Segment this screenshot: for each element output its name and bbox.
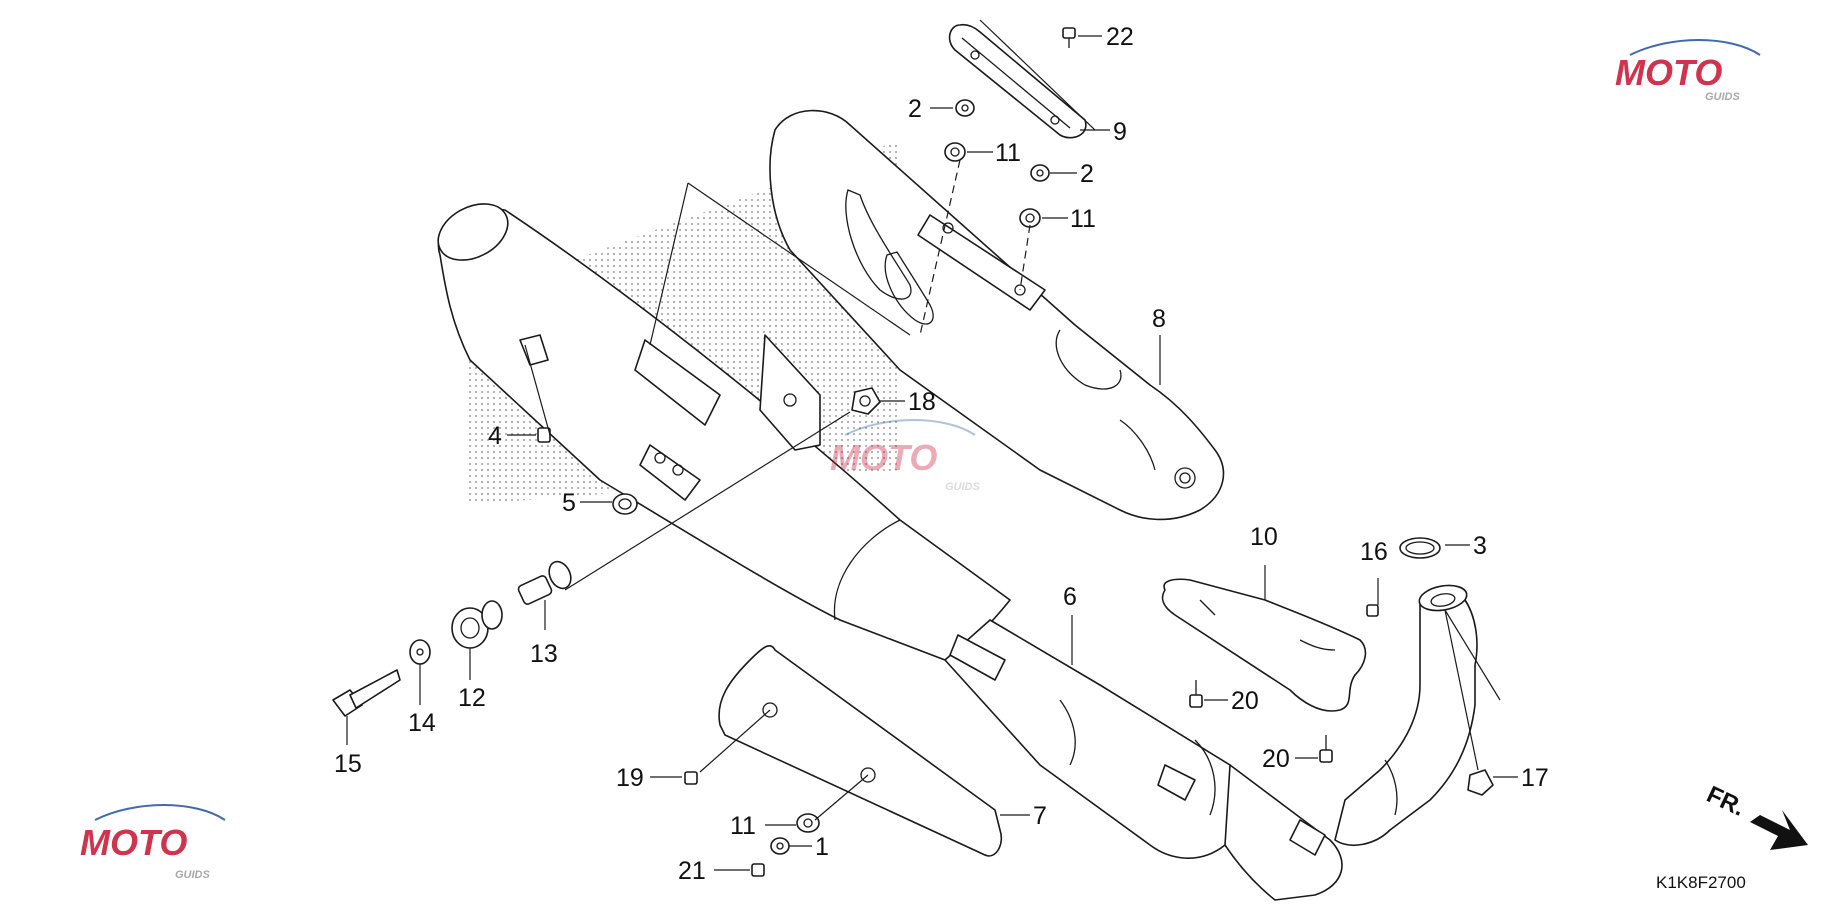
callout-5: 5	[562, 489, 576, 517]
collar-2b-icon	[1030, 164, 1050, 182]
pipe-protector-upper	[1161, 578, 1367, 712]
bolt-20b-icon	[1319, 735, 1333, 763]
callout-20: 20	[1231, 687, 1259, 715]
collar-1-icon	[770, 837, 790, 855]
callout-10: 10	[1250, 523, 1278, 551]
callout-11: 11	[1070, 205, 1096, 233]
muffler	[437, 203, 1343, 901]
front-indicator-label: FR.	[1702, 781, 1748, 822]
callout-11: 11	[995, 139, 1021, 167]
callout-7: 8	[1152, 305, 1166, 333]
callout-13: 13	[530, 640, 558, 668]
watermark-sub: GUIDS	[175, 869, 211, 881]
callout-2: 2	[908, 95, 922, 123]
watermark-top-right: MOTO GUIDS	[1615, 39, 1761, 103]
callout-16: 18	[908, 388, 936, 416]
nut-11b-icon	[1019, 208, 1041, 228]
callout-22: 22	[1106, 23, 1134, 51]
bolt-14-icon	[1366, 604, 1379, 617]
assembly-lines	[524, 19, 1501, 821]
callout-17: 14	[408, 709, 436, 737]
grommet-12-icon	[451, 600, 503, 649]
callout-8: 7	[1033, 802, 1047, 830]
callout-leaders	[346, 35, 1518, 871]
front-indicator: FR.	[1702, 781, 1808, 850]
callout-6: 6	[1063, 583, 1077, 611]
diagram-code: K1K8F2700	[1656, 873, 1746, 892]
nut-11a-icon	[944, 142, 966, 162]
rubber-5-icon	[612, 493, 638, 515]
callout-labels: 22 2 11 2 11 9 8 3 16 17 20 20 10 6 7 19…	[334, 23, 1549, 885]
callout-14: 16	[1360, 538, 1388, 566]
watermark-center: MOTO GUIDS	[830, 419, 981, 493]
nut-11c-icon	[796, 813, 820, 833]
bolt-19-icon	[684, 771, 698, 785]
clip-4-icon	[519, 334, 551, 443]
watermark-brand: MOTO	[830, 437, 937, 478]
bolt-20a-icon	[1189, 680, 1203, 708]
callout-20: 20	[1262, 745, 1290, 773]
watermark-sub: GUIDS	[1705, 91, 1741, 103]
bolt-21-icon	[751, 863, 765, 877]
callout-21: 21	[678, 857, 706, 885]
collar-13-icon	[517, 560, 572, 605]
callout-18: 15	[334, 750, 362, 778]
callout-3: 3	[1473, 532, 1487, 560]
pipe-protector-lower	[718, 645, 1003, 857]
gasket-3-icon	[1399, 537, 1441, 559]
arrow-right-icon	[1750, 810, 1808, 850]
nut-15-icon	[1467, 769, 1494, 796]
bolt-22-icon	[1062, 27, 1076, 48]
washer-17-icon	[409, 639, 431, 665]
watermark-sub: GUIDS	[945, 481, 981, 493]
nut-16-icon	[851, 387, 881, 415]
callout-19: 19	[616, 764, 644, 792]
callout-2: 2	[1080, 160, 1094, 188]
muffler-protector	[769, 109, 1225, 521]
watermark-brand: MOTO	[80, 822, 187, 863]
callout-15: 17	[1521, 764, 1549, 792]
hardware	[332, 27, 1494, 877]
bolt-18-icon	[332, 669, 401, 717]
watermark-brand: MOTO	[1615, 52, 1722, 93]
exhaust-pipe-front	[1334, 584, 1478, 846]
collar-2a-icon	[955, 99, 975, 117]
watermark-bottom-left: MOTO GUIDS	[80, 804, 226, 881]
callout-4: 4	[488, 422, 502, 450]
protector-band	[948, 23, 1087, 139]
callout-1: 1	[815, 833, 829, 861]
callout-12: 12	[458, 684, 486, 712]
callout-9: 9	[1113, 118, 1127, 146]
callout-11: 11	[730, 812, 756, 840]
